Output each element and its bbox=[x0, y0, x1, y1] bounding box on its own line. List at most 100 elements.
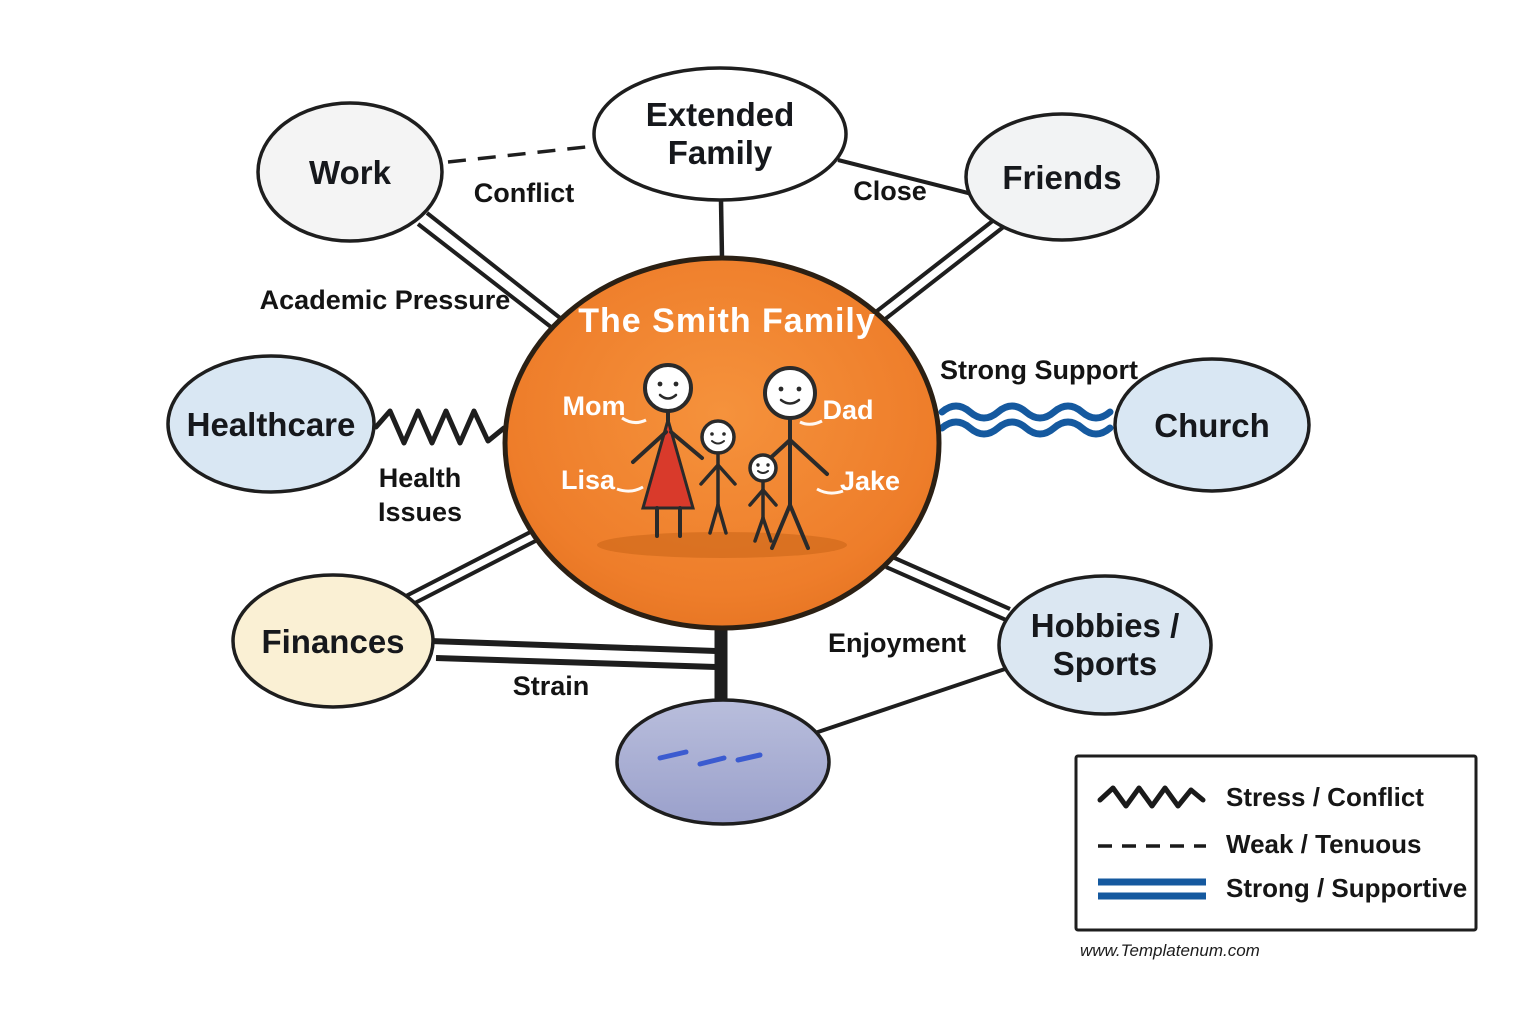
node-hobbies-sports: Hobbies / Sports bbox=[997, 574, 1213, 716]
dad-leg-left bbox=[770, 503, 792, 550]
edges bbox=[373, 144, 1114, 736]
edge-hobbies-center-line2 bbox=[885, 565, 1007, 622]
node-extended-family: Extended Family bbox=[592, 66, 848, 202]
school-mark-3 bbox=[735, 752, 763, 763]
node-extended-family-ellipse bbox=[592, 66, 848, 202]
jake-eye-right bbox=[766, 463, 770, 467]
edge-label-enjoyment: Enjoyment bbox=[828, 628, 966, 658]
edge-friends-center-line1 bbox=[875, 214, 1001, 313]
member-pointer-lisa bbox=[616, 485, 644, 493]
mom-smile bbox=[658, 393, 678, 400]
lisa-leg-right bbox=[716, 503, 728, 535]
node-friends-label: Friends bbox=[1002, 159, 1121, 196]
edge-church-center-wave1 bbox=[938, 402, 1114, 422]
node-school bbox=[615, 698, 831, 826]
jake-figure bbox=[748, 453, 778, 543]
edge-finances-school-line1 bbox=[429, 638, 717, 654]
member-pointer-mom bbox=[621, 416, 647, 425]
watermark: www.Templatenum.com bbox=[1080, 941, 1260, 960]
legend-label-stress: Stress / Conflict bbox=[1226, 782, 1424, 812]
jake-leg-right bbox=[761, 516, 773, 543]
dad-eye-left bbox=[778, 386, 784, 392]
jake-leg-left bbox=[753, 516, 765, 543]
legend: Stress / Conflict Weak / Tenuous Strong … bbox=[1074, 754, 1478, 932]
node-church: Church bbox=[1113, 357, 1311, 493]
edge-friends-center-line2 bbox=[882, 223, 1008, 322]
edge-label-conflict: Conflict bbox=[474, 178, 575, 208]
edge-work-extendedfamily-dashed bbox=[447, 144, 596, 164]
member-pointer-jake bbox=[816, 487, 844, 495]
dad-arm-right bbox=[788, 438, 829, 476]
edge-label-strain: Strain bbox=[513, 671, 590, 701]
member-label-jake: Jake bbox=[840, 466, 900, 496]
mom-arm-left bbox=[631, 430, 668, 464]
edge-labels: Conflict Close Academic Pressure Health … bbox=[260, 176, 1138, 701]
edge-label-academic-pressure: Academic Pressure bbox=[260, 285, 511, 315]
dad-leg-right bbox=[788, 503, 810, 550]
edge-church-center-wave2 bbox=[938, 418, 1114, 438]
node-church-ellipse bbox=[1113, 357, 1311, 493]
lisa-arm-left bbox=[699, 463, 720, 486]
node-healthcare-ellipse bbox=[166, 354, 376, 494]
edge-school-hobbies bbox=[811, 666, 1009, 736]
lisa-arm-right bbox=[716, 463, 737, 486]
jake-smile bbox=[757, 470, 769, 474]
member-label-dad: Dad bbox=[822, 395, 873, 425]
node-school-ellipse bbox=[615, 698, 831, 826]
node-friends-ellipse bbox=[964, 112, 1160, 242]
member-label-lisa: Lisa bbox=[561, 465, 616, 495]
jake-arm-left bbox=[748, 488, 765, 507]
node-healthcare-label: Healthcare bbox=[187, 406, 356, 443]
lisa-head bbox=[700, 419, 736, 455]
mom-eye-left bbox=[657, 381, 663, 387]
node-work-ellipse bbox=[256, 101, 444, 243]
jake-arm-right bbox=[761, 488, 778, 507]
mom-eye-right bbox=[673, 381, 679, 387]
node-hobbies-sports-label-1: Hobbies / bbox=[1031, 607, 1180, 644]
node-finances: Finances bbox=[231, 573, 435, 709]
mom-figure bbox=[631, 363, 704, 538]
member-pointer-dad bbox=[799, 419, 823, 426]
edge-hobbies-center-line1 bbox=[889, 554, 1011, 611]
node-friends: Friends bbox=[964, 112, 1160, 242]
lisa-eye-right bbox=[722, 432, 726, 436]
lisa-leg-left bbox=[708, 503, 720, 535]
lisa-figure bbox=[699, 419, 737, 535]
legend-zigzag-sample bbox=[1097, 785, 1206, 809]
mom-head bbox=[643, 363, 693, 413]
edge-label-close: Close bbox=[853, 176, 927, 206]
node-hobbies-sports-ellipse bbox=[997, 574, 1213, 716]
jake-eye-left bbox=[756, 463, 760, 467]
node-extended-family-label-1: Extended bbox=[646, 96, 795, 133]
lisa-eye-left bbox=[710, 432, 714, 436]
edge-extendedfamily-center bbox=[718, 199, 725, 259]
edge-label-health-issues-1: Health bbox=[379, 463, 462, 493]
dad-smile bbox=[779, 398, 801, 405]
edge-finances-center-line2 bbox=[410, 531, 552, 607]
center-family-title: The Smith Family bbox=[578, 302, 876, 340]
center-family-node: The Smith Family bbox=[502, 255, 942, 631]
edge-extendedfamily-friends bbox=[837, 158, 973, 196]
node-extended-family-label-2: Family bbox=[668, 134, 773, 171]
dad-eye-right bbox=[796, 386, 802, 392]
node-hobbies-sports-label-2: Sports bbox=[1053, 645, 1158, 682]
edge-label-strong-support: Strong Support bbox=[940, 355, 1138, 385]
edge-healthcare-center-zigzag bbox=[373, 408, 507, 446]
school-mark-1 bbox=[657, 749, 689, 761]
node-healthcare: Healthcare bbox=[166, 354, 376, 494]
legend-label-strong: Strong / Supportive bbox=[1226, 873, 1467, 903]
mom-arm-right bbox=[669, 430, 704, 460]
dad-head bbox=[763, 366, 817, 420]
edge-work-center-line2 bbox=[425, 211, 571, 327]
node-church-label: Church bbox=[1154, 407, 1270, 444]
node-finances-ellipse bbox=[231, 573, 435, 709]
edge-label-health-issues-2: Issues bbox=[378, 497, 462, 527]
edge-finances-school-line2 bbox=[435, 655, 717, 670]
edge-finances-center-line1 bbox=[405, 522, 547, 598]
mom-dress bbox=[641, 414, 695, 510]
lisa-smile bbox=[711, 440, 725, 445]
school-mark-2 bbox=[697, 755, 727, 767]
jake-head bbox=[748, 453, 778, 483]
